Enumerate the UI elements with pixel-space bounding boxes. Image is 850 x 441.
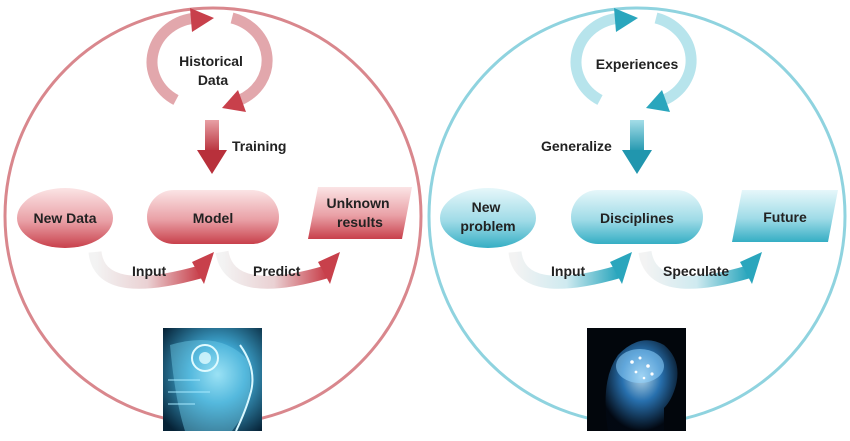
right-input-arrow — [508, 250, 632, 289]
model-box — [147, 190, 279, 244]
new-data-box — [17, 188, 113, 248]
left-down-arrow — [197, 120, 227, 174]
human-brain-image — [587, 328, 686, 431]
right-speculate-arrow — [638, 250, 762, 289]
right-input-label: Input — [551, 263, 586, 279]
left-input-arrow — [88, 250, 214, 289]
left-cycle-arrows — [146, 8, 273, 112]
robot-head-image — [163, 328, 262, 432]
new-data-label: New Data — [33, 210, 96, 226]
speculate-label: Speculate — [663, 263, 729, 279]
disciplines-label: Disciplines — [600, 210, 674, 226]
left-cycle-label: Historical Data — [179, 53, 247, 88]
disciplines-box — [571, 190, 703, 244]
generalize-label: Generalize — [541, 138, 612, 154]
right-cycle-arrows — [570, 8, 697, 112]
predict-label: Predict — [253, 263, 301, 279]
new-problem-label: New problem — [460, 199, 515, 234]
left-input-label: Input — [132, 263, 167, 279]
model-label: Model — [193, 210, 233, 226]
unknown-results-box — [308, 187, 412, 239]
training-label: Training — [232, 138, 286, 154]
right-cycle-label: Experiences — [596, 56, 679, 72]
future-box — [732, 190, 838, 242]
right-down-arrow — [622, 120, 652, 174]
new-problem-box — [440, 188, 536, 248]
future-label: Future — [763, 209, 807, 225]
unknown-results-label: Unknown results — [327, 195, 394, 230]
left-predict-arrow — [215, 250, 340, 289]
